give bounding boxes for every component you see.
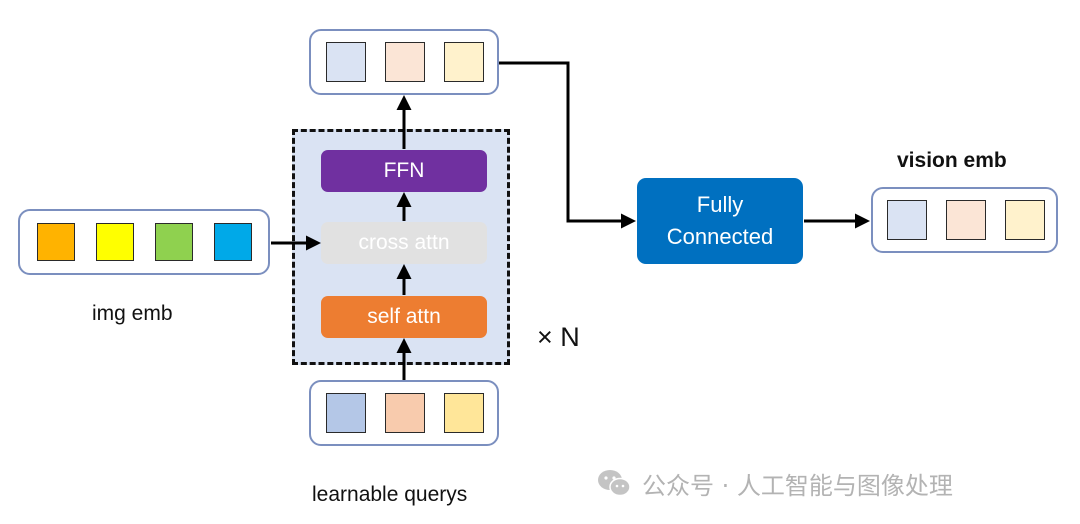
vision-emb-label: vision emb <box>897 149 1007 172</box>
arrow-output-to-fully-connected <box>499 61 636 229</box>
output-query-group <box>309 29 499 95</box>
output-token-2 <box>385 42 425 82</box>
ffn-block: FFN <box>321 150 487 192</box>
fully-connected-block: Fully Connected <box>637 178 803 264</box>
img-emb-group <box>18 209 270 275</box>
img-emb-label: img emb <box>92 302 173 325</box>
self-attn-block: self attn <box>321 296 487 338</box>
watermark: 公众号 · 人工智能与图像处理 <box>596 466 953 500</box>
img-emb-token-1 <box>37 223 75 261</box>
query-token-3 <box>444 393 484 433</box>
watermark-text: 公众号 · 人工智能与图像处理 <box>642 471 953 500</box>
learnable-querys-label: learnable querys <box>312 483 468 506</box>
fully-connected-line1: Fully <box>696 192 744 217</box>
output-token-1 <box>326 42 366 82</box>
vision-token-3 <box>1005 200 1045 240</box>
output-token-3 <box>444 42 484 82</box>
img-emb-token-4 <box>214 223 252 261</box>
cross-attn-block: cross attn <box>321 222 487 264</box>
repeat-n-label: × N <box>537 322 580 352</box>
vision-token-2 <box>946 200 986 240</box>
wechat-icon <box>598 470 631 497</box>
learnable-querys-group <box>309 380 499 446</box>
vision-token-1 <box>887 200 927 240</box>
fully-connected-line2: Connected <box>666 224 774 249</box>
img-emb-token-2 <box>96 223 134 261</box>
query-token-2 <box>385 393 425 433</box>
vision-emb-group <box>871 187 1058 253</box>
img-emb-token-3 <box>155 223 193 261</box>
query-token-1 <box>326 393 366 433</box>
